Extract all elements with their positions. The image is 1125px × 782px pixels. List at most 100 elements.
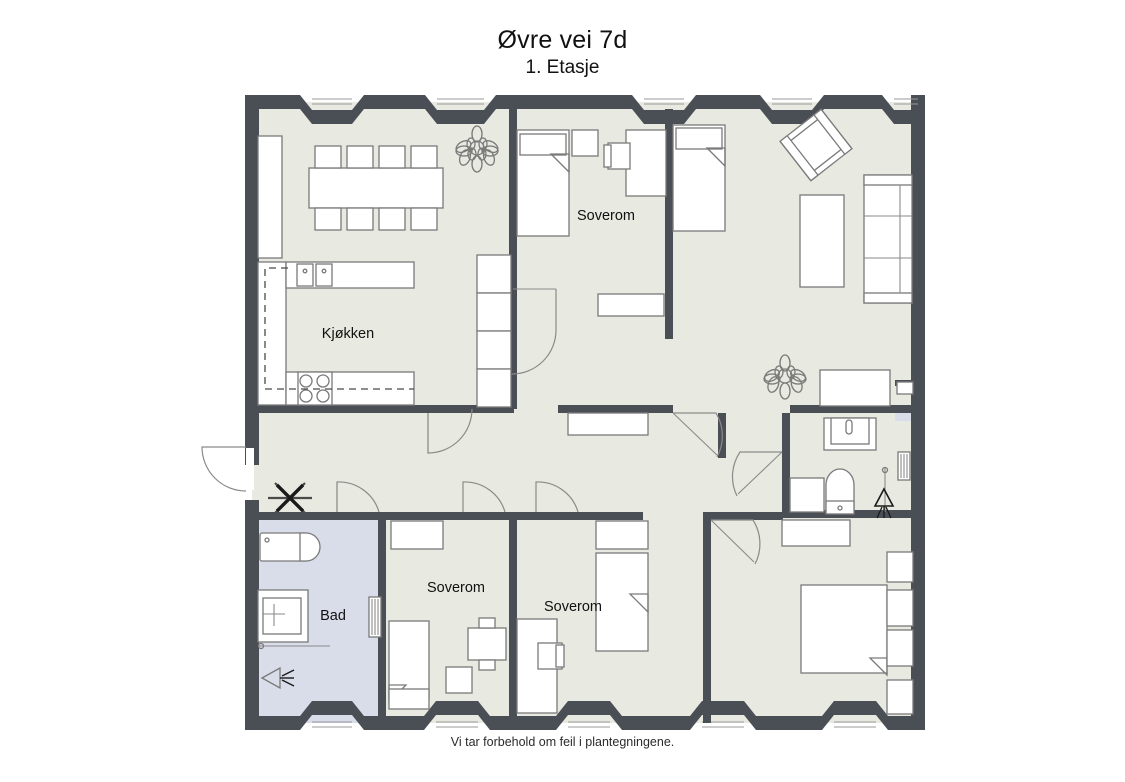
door-arc-master <box>731 451 782 497</box>
single-bed <box>388 620 430 700</box>
wardrobe <box>390 520 444 550</box>
toilet-flush-icon <box>837 505 843 511</box>
plant-icon <box>455 125 499 173</box>
nightstand <box>886 589 914 627</box>
dining-table <box>308 167 444 209</box>
wc-furniture <box>763 354 914 519</box>
floor-drain-icon <box>873 487 895 519</box>
wall-soverom-bm-top <box>517 512 643 520</box>
wall-soverom-bl-top <box>386 512 512 520</box>
burner-icon <box>316 389 330 403</box>
floor-drain-icon <box>260 666 295 690</box>
floor-subtitle: 1. Etasje <box>525 57 600 78</box>
dining-area-furniture <box>257 125 499 259</box>
pillow <box>519 133 567 156</box>
wall-dining-bedroom <box>509 109 517 409</box>
sideboard-left <box>257 135 283 259</box>
dining-chair <box>378 145 406 169</box>
chair-back <box>555 644 565 668</box>
wall-master-top <box>711 512 783 520</box>
toilet-base <box>825 500 855 515</box>
door-arc-soverom-top <box>511 289 557 375</box>
radiator <box>897 451 911 481</box>
small-table <box>467 627 507 661</box>
bottom-wall <box>245 701 925 730</box>
wall-right-of-bm-bedroom <box>703 512 711 723</box>
soverom-bl-furniture: Soverom <box>388 481 507 710</box>
sink-drain-icon <box>302 268 308 274</box>
kitchen-sink <box>296 263 314 287</box>
soverom-bm-furniture: Soverom <box>516 481 761 714</box>
room-label-soverom-bl: Soverom <box>427 580 485 596</box>
kitchen-counter-left <box>257 261 287 406</box>
wall-bedroom-living <box>665 109 673 339</box>
bath-sink <box>262 597 302 635</box>
single-bed <box>595 552 649 652</box>
dining-chair <box>346 207 374 231</box>
sofa-arm <box>863 292 913 304</box>
wardrobe <box>781 519 851 547</box>
door-arc-kitchen <box>427 408 473 454</box>
entrance-opening <box>246 448 254 490</box>
room-label-bad: Bad <box>320 608 346 624</box>
nightstand <box>445 666 473 694</box>
ceiling-fan-symbol <box>268 482 312 514</box>
toilet-flush-icon <box>264 537 270 543</box>
nightstand <box>886 629 914 667</box>
door-leaf <box>737 451 783 495</box>
nightstand <box>886 551 914 583</box>
burner-icon <box>316 374 330 388</box>
shelf-box <box>476 330 512 370</box>
dresser <box>886 679 914 715</box>
shelving-unit <box>476 254 512 408</box>
toilet-bowl <box>299 532 321 562</box>
wall-wc-top <box>790 405 918 413</box>
windows <box>312 98 918 728</box>
plan-title-block: Øvre vei 7d 1. Etasje <box>0 26 1125 78</box>
duvet-fold <box>549 153 570 174</box>
entrance-door[interactable] <box>201 446 254 492</box>
hallway-doors <box>427 408 783 497</box>
table-chair <box>478 617 496 629</box>
shelf-box <box>476 254 512 294</box>
upper-cabinet-dashed <box>264 267 414 390</box>
dining-chair <box>314 207 342 231</box>
dining-chair <box>346 145 374 169</box>
shelf-box <box>476 368 512 408</box>
duvet-fold <box>705 147 726 168</box>
room-label-soverom-bm: Soverom <box>544 599 602 615</box>
nightstand <box>571 129 599 157</box>
niche-shelf <box>896 381 914 395</box>
cabinet <box>819 369 891 407</box>
double-bed <box>800 584 888 674</box>
door-arc-hall-right <box>673 412 723 458</box>
wardrobe <box>595 520 649 550</box>
top-wall <box>245 95 925 124</box>
door-arc-soverom-bl <box>462 481 506 513</box>
radiator <box>368 596 382 638</box>
disclaimer-text: Vi tar forbehold om feil i plantegningen… <box>450 735 675 749</box>
room-label-soverom-top: Soverom <box>577 208 635 224</box>
left-wall-upper <box>245 95 259 465</box>
bad-furniture: Bad <box>257 532 382 690</box>
faucet-icon <box>845 419 853 435</box>
wall-between-bottom-bedrooms <box>509 512 517 723</box>
dresser <box>597 293 665 317</box>
living-room-furniture <box>672 108 913 304</box>
duvet-fold <box>628 593 649 614</box>
room-label-kjokken: Kjøkken <box>322 326 374 342</box>
door-leaf <box>672 412 719 457</box>
coffee-table <box>799 194 845 288</box>
kitchen-furniture: Kjøkken <box>257 261 415 406</box>
dining-chair <box>410 207 438 231</box>
wall-bad-right <box>378 512 386 723</box>
page-title: Øvre vei 7d <box>497 26 628 54</box>
left-wall-lower <box>245 500 259 730</box>
washing-machine <box>789 477 825 513</box>
table-chair <box>478 659 496 671</box>
rail-end-icon <box>257 642 265 650</box>
wall-kitchen-bottom <box>252 405 514 413</box>
pillow <box>675 127 723 150</box>
sofa-arm <box>863 174 913 186</box>
